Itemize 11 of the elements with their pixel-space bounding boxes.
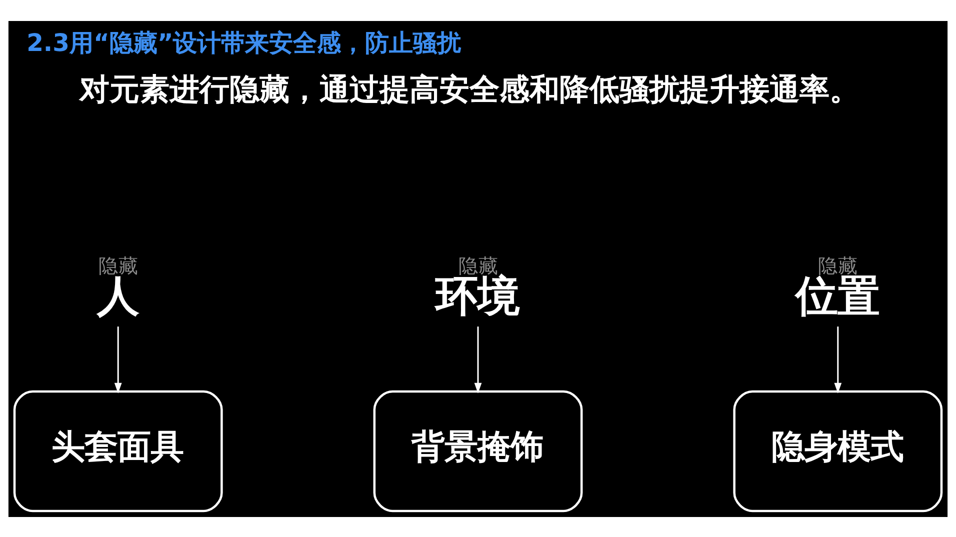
node-text: 隐藏 人 — [96, 254, 139, 320]
node-box: 背景掩饰 — [373, 390, 583, 512]
arrow — [834, 326, 842, 393]
node-box: 头套面具 — [13, 390, 223, 512]
label: 对元素进行隐藏，通过提高安全感和降低骚扰提升接通率。 — [80, 72, 860, 108]
arrow — [474, 326, 482, 393]
node-text: 隐藏 环境 — [436, 254, 520, 320]
node-box: 隐身模式 — [733, 390, 943, 512]
arrow — [114, 326, 122, 393]
diagram-title: 2.3用“隐藏”设计带来安全感，防止骚扰 — [26, 28, 462, 56]
node-text: 隐藏 位置 — [796, 254, 880, 320]
